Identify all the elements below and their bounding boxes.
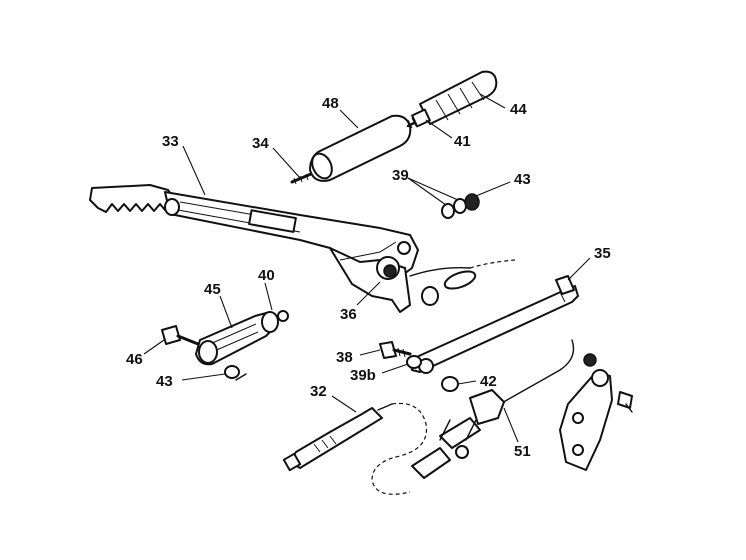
callout-34: 34: [252, 135, 269, 152]
callout-51: 51: [514, 443, 531, 460]
callout-39b: 39b: [350, 367, 376, 384]
handbrake-lever: [89, 184, 516, 313]
callout-43-upper: 43: [514, 171, 531, 188]
washer-nut-set-upper: [441, 193, 480, 219]
callout-44: 44: [510, 101, 527, 118]
callout-36: 36: [340, 306, 357, 323]
equalizer-bar: [409, 275, 579, 374]
callout-38: 38: [336, 349, 353, 366]
callout-41: 41: [454, 133, 471, 150]
release-rod-assembly: [290, 114, 422, 185]
callout-35: 35: [594, 245, 611, 262]
pivot-bolt-set: [379, 341, 459, 392]
callout-33: 33: [162, 133, 179, 150]
mounting-bracket: [559, 353, 633, 471]
callout-45: 45: [204, 281, 221, 298]
release-knob-assembly: [407, 70, 498, 129]
callout-39: 39: [392, 167, 409, 184]
callout-48: 48: [322, 95, 339, 112]
callout-46: 46: [126, 351, 143, 368]
leader-lines: [143, 93, 591, 443]
callout-labels: 33 34 48 44 41 39 43 35 36 40 45 46 43 3…: [126, 95, 611, 460]
callout-32: 32: [310, 383, 327, 400]
callout-40: 40: [258, 267, 275, 284]
callout-42: 42: [480, 373, 497, 390]
brake-cable-32: [282, 402, 428, 495]
callout-43-lower: 43: [156, 373, 173, 390]
clevis-assembly: [161, 310, 289, 381]
brake-cable-51: [411, 339, 575, 479]
